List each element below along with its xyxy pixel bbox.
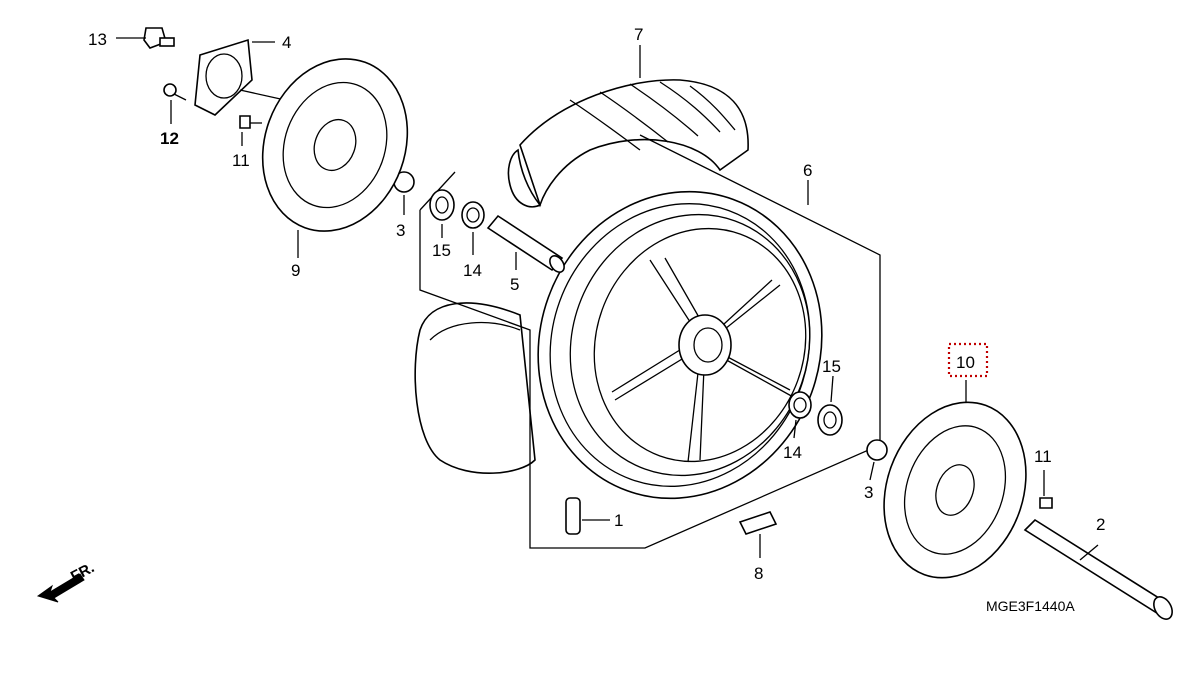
callout-14-right: 14 [783, 443, 802, 462]
callout-2: 2 [1096, 515, 1105, 534]
axle-part[interactable] [1023, 518, 1176, 622]
tire-section-lower[interactable] [414, 302, 536, 474]
callout-10[interactable]: 10 [956, 353, 975, 372]
front-direction-arrow-icon [36, 573, 85, 603]
callout-3-right: 3 [864, 483, 873, 502]
bearing-14-right-part[interactable] [788, 391, 812, 439]
callout-6: 6 [803, 161, 812, 180]
collar-part-left[interactable] [393, 171, 415, 215]
bolt-12-part[interactable] [163, 83, 187, 124]
bolt-part-left[interactable] [239, 115, 262, 146]
diagram-code: MGE3F1440A [986, 598, 1075, 614]
callout-11-right: 11 [1034, 447, 1052, 466]
callout-13: 13 [88, 30, 107, 49]
callout-7: 7 [634, 25, 643, 44]
callout-3-left: 3 [396, 221, 405, 240]
callout-8: 8 [754, 564, 763, 583]
callout-9: 9 [291, 261, 300, 280]
bolt-part-right[interactable] [1039, 470, 1053, 509]
callout-14-left: 14 [463, 261, 482, 280]
valve-part[interactable] [565, 497, 610, 535]
brake-disc-left-part[interactable] [239, 38, 431, 258]
balance-weight-part[interactable] [738, 511, 778, 558]
seal-15-right-part[interactable] [817, 375, 843, 436]
seal-15-left-part[interactable] [429, 189, 455, 238]
spacer-part[interactable] [486, 214, 567, 275]
callout-15-right: 15 [822, 357, 841, 376]
callout-5: 5 [510, 275, 519, 294]
callout-11-left: 11 [232, 151, 250, 170]
sensor-ring-part[interactable] [194, 38, 286, 116]
callout-4: 4 [282, 33, 291, 52]
wheel-rim-part[interactable] [495, 151, 864, 538]
bolt-13-part[interactable] [116, 27, 175, 49]
brake-disc-right-part[interactable] [860, 380, 1049, 598]
callout-12: 12 [160, 129, 179, 148]
callout-1: 1 [614, 511, 623, 530]
bearing-14-left-part[interactable] [461, 201, 485, 255]
tire-part[interactable] [507, 79, 749, 208]
callout-15-left: 15 [432, 241, 451, 260]
collar-part-right[interactable] [866, 439, 888, 481]
